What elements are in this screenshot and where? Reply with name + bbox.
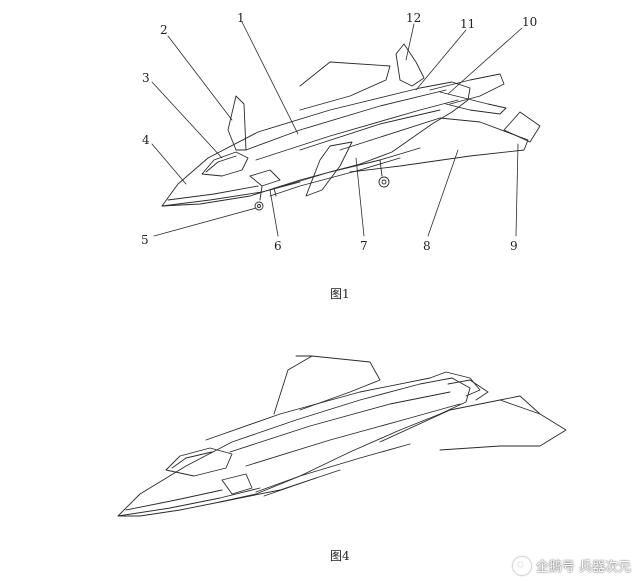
part-label-1: 1 [237, 11, 245, 25]
watermark: 企鹅号 兵器次元 [512, 556, 631, 575]
part-label-12: 12 [406, 11, 421, 25]
part-label-8: 8 [423, 239, 431, 253]
watermark-text: 企鹅号 兵器次元 [535, 560, 631, 575]
figure1-aircraft [161, 43, 541, 211]
part-label-10: 10 [522, 15, 537, 29]
part-label-5: 5 [141, 233, 149, 247]
part-label-11: 11 [460, 17, 475, 31]
part-label-3: 3 [142, 71, 150, 85]
figure1-part-labels: 1 2 3 4 5 6 7 8 9 10 11 12 [141, 11, 537, 253]
penguin-logo-icon [512, 556, 531, 575]
part-label-9: 9 [510, 239, 518, 253]
figure4-aircraft [117, 355, 567, 517]
figure1-leader-lines [151, 21, 523, 237]
part-label-4: 4 [142, 133, 150, 147]
part-label-7: 7 [360, 239, 368, 253]
part-label-2: 2 [160, 23, 168, 37]
figure4-caption: 图4 [330, 549, 350, 563]
part-label-6: 6 [274, 239, 282, 253]
figure1-caption: 图1 [330, 287, 350, 301]
